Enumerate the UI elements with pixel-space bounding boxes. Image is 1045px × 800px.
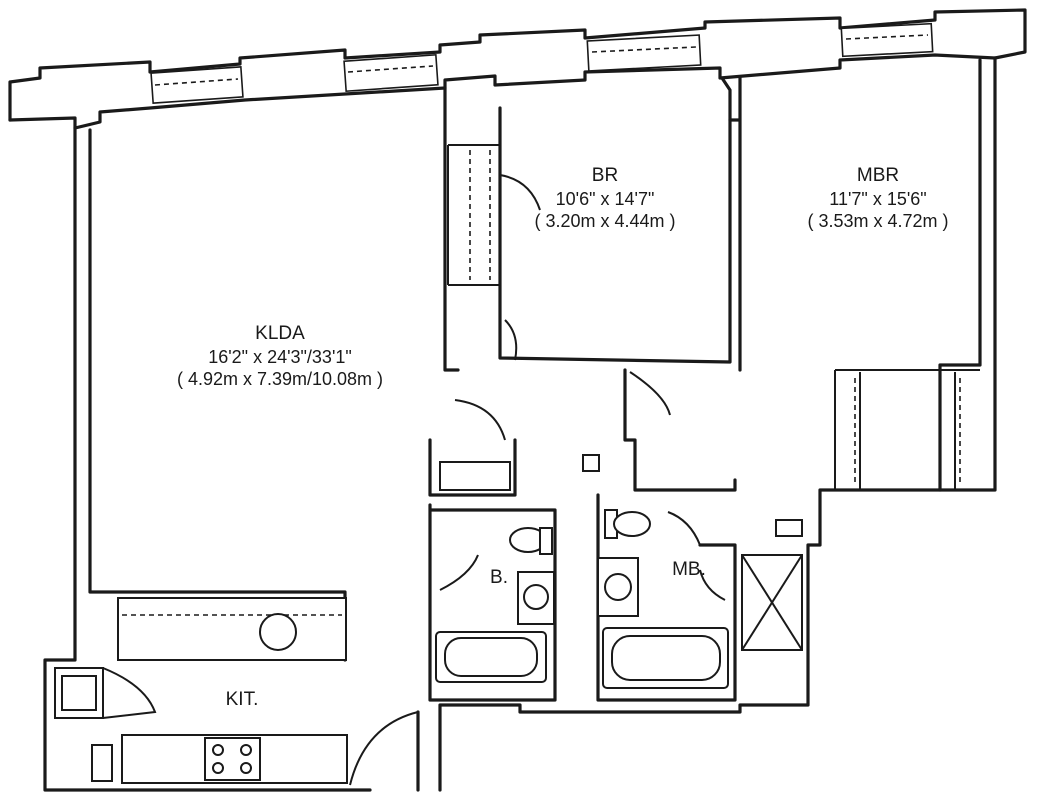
shower-x-2 [741, 554, 803, 651]
west-wall-inner [88, 128, 347, 662]
bath-tub-inner [444, 637, 538, 677]
kitchen-fridge-inner [61, 675, 97, 711]
label-br: BR 10'6" x 14'7" ( 3.20m x 4.44m ) [515, 164, 695, 233]
mbr-dim-metric: ( 3.53m x 4.72m ) [807, 211, 949, 232]
br-walls [443, 76, 732, 372]
br-closet-door-swing [499, 174, 541, 211]
mbr-walls [728, 76, 742, 372]
shower-bench [775, 519, 803, 537]
kitchen-cooktop [204, 737, 261, 781]
west-wall [43, 126, 372, 792]
label-bath: B. [490, 567, 508, 588]
window-br [586, 34, 702, 72]
east-wall [438, 56, 997, 792]
bath-walls [428, 503, 557, 702]
br-door-swing [504, 319, 518, 361]
mbath-door-swing-2 [699, 569, 726, 601]
hall-closet-shelf [439, 461, 511, 491]
window-klda-1 [150, 66, 244, 104]
label-master-bath: MB. [672, 559, 706, 580]
mbath-sink [604, 573, 632, 601]
br-name: BR [591, 165, 619, 186]
east-wall-inner [938, 58, 982, 492]
br-dim-metric: ( 3.20m x 4.44m ) [534, 211, 676, 232]
kitchen-sink [259, 613, 297, 651]
mbr-closet [834, 369, 980, 490]
kitchen-pantry-door [102, 667, 157, 719]
br-closet [447, 144, 500, 286]
klda-name: KLDA [255, 323, 305, 344]
kitchen-counter-island [117, 597, 347, 661]
hall-fixture [582, 454, 600, 472]
entry-door-swing [349, 711, 419, 786]
bath-toilet-tank [539, 527, 553, 555]
label-mbr: MBR 11'7" x 15'6" ( 3.53m x 4.72m ) [783, 164, 973, 233]
br-dim-imperial: 10'6" x 14'7" [555, 188, 655, 209]
hall-closet-door [454, 371, 671, 441]
exterior-wall-north [8, 8, 1027, 122]
mbath-walls [596, 493, 737, 702]
label-klda: KLDA 16'2" x 24'3"/33'1" ( 4.92m x 7.39m… [150, 322, 410, 391]
window-klda-2 [343, 53, 439, 93]
label-kit: KIT. [225, 689, 259, 710]
window-mbr [840, 22, 934, 58]
mbath-toilet [613, 511, 651, 537]
bath-sink [523, 584, 549, 610]
klda-dim-metric: ( 4.92m x 7.39m/10.08m ) [176, 369, 384, 390]
bath-door-swing [439, 554, 479, 591]
mbr-dim-imperial: 11'7" x 15'6" [829, 188, 927, 209]
mbath-tub-inner [611, 635, 721, 681]
mbath-door-swing [667, 511, 701, 546]
exterior-wall-north-inner [8, 53, 997, 130]
mbr-name: MBR [856, 165, 900, 186]
hall-walls [428, 368, 737, 497]
kitchen-dishwasher [91, 744, 113, 782]
klda-dim-imperial: 16'2" x 24'3"/33'1" [208, 346, 352, 367]
